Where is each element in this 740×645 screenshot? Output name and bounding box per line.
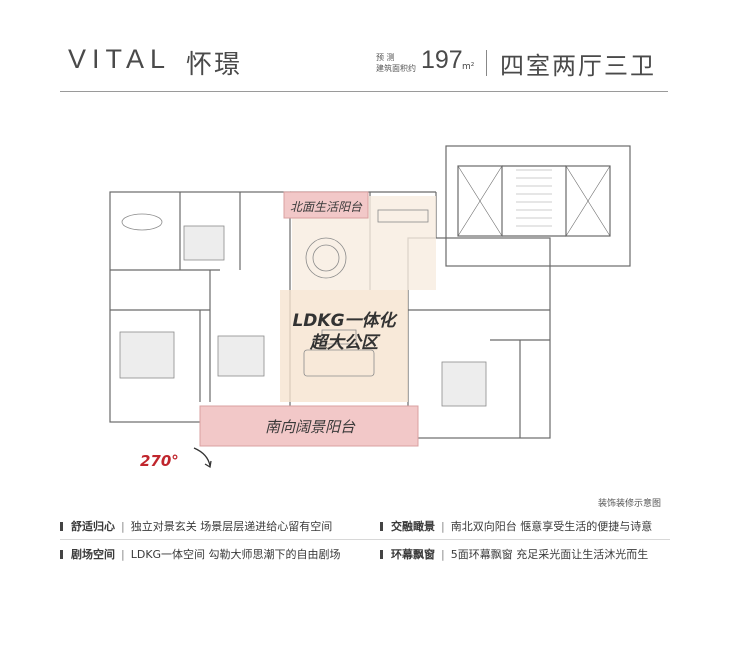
feature-item: 舒适归心|独立对景玄关 场景层层递进给心留有空间 [60,518,332,534]
brand-name-cn: 怀璟 [186,50,243,80]
area-meta-line1: 预 测 [376,53,395,62]
area-value: 197 [421,46,463,74]
bed-2 [217,335,265,377]
feature-bullet [60,522,63,531]
feature-text: 独立对景玄关 场景层层递进给心留有空间 [130,520,333,533]
sofa [303,349,375,377]
lift-1 [457,165,503,237]
feature-bullet [380,522,383,531]
bed-4 [183,225,225,261]
south-balcony-label: 南向阔景阳台 [265,418,356,436]
feature-title: 剧场空间 [71,548,115,561]
area-unit: m² [462,62,475,72]
brand-logo: VITAL [68,44,172,74]
rotation-arrow-icon [193,447,211,467]
area-meta-label: 预 测 建筑面积约 [376,52,420,74]
feature-item: 环幕飘窗|5面环幕飘窗 充足采光面让生活沐光而生 [380,546,648,562]
plan-core [445,145,631,267]
layout-type: 四室两厅三卫 [500,52,656,80]
feature-item: 交融瞰景|南北双向阳台 惬意享受生活的便捷与诗意 [380,518,652,534]
decoration-caption: 装饰装修示意图 [598,499,662,509]
feature-text: LDKG一体空间 勾勒大师思潮下的自由剧场 [130,548,341,561]
north-balcony-highlight [283,191,369,219]
feature-title: 环幕飘窗 [391,548,435,561]
bathtub [121,213,163,231]
area-meta-line2: 建筑面积约 [376,64,416,73]
ldkg-label-1: LDKG一体化 [292,311,398,331]
feature-bullet [380,550,383,559]
bed-3 [441,361,487,407]
kitchen-island [377,209,429,223]
feature-title: 交融瞰景 [391,520,435,533]
header-divider [486,50,487,76]
dining-table [305,237,347,279]
header-rule [60,91,668,92]
features-divider [60,539,670,540]
feature-text: 南北双向阳台 惬意享受生活的便捷与诗意 [450,520,653,533]
lift-2 [565,165,611,237]
header: VITAL 怀璟 预 测 建筑面积约 197 m² 四室两厅三卫 [0,0,740,92]
ldkg-label-2: 超大公区 [309,333,381,353]
floor-plan: 北面生活阳台 LDKG一体化 超大公区 南向阔景阳台 270° [109,145,631,470]
feature-bullet [60,550,63,559]
feature-text: 5面环幕飘窗 充足采光面让生活沐光而生 [450,548,649,561]
south-balcony-highlight [199,405,419,447]
north-balcony-label: 北面生活阳台 [290,200,363,214]
rotation-label: 270° [140,452,179,470]
public-zone [280,290,408,402]
coffee-table [321,329,357,345]
feature-title: 舒适归心 [71,520,115,533]
bed-1 [119,331,175,379]
feature-item: 剧场空间|LDKG一体空间 勾勒大师思潮下的自由剧场 [60,546,341,562]
